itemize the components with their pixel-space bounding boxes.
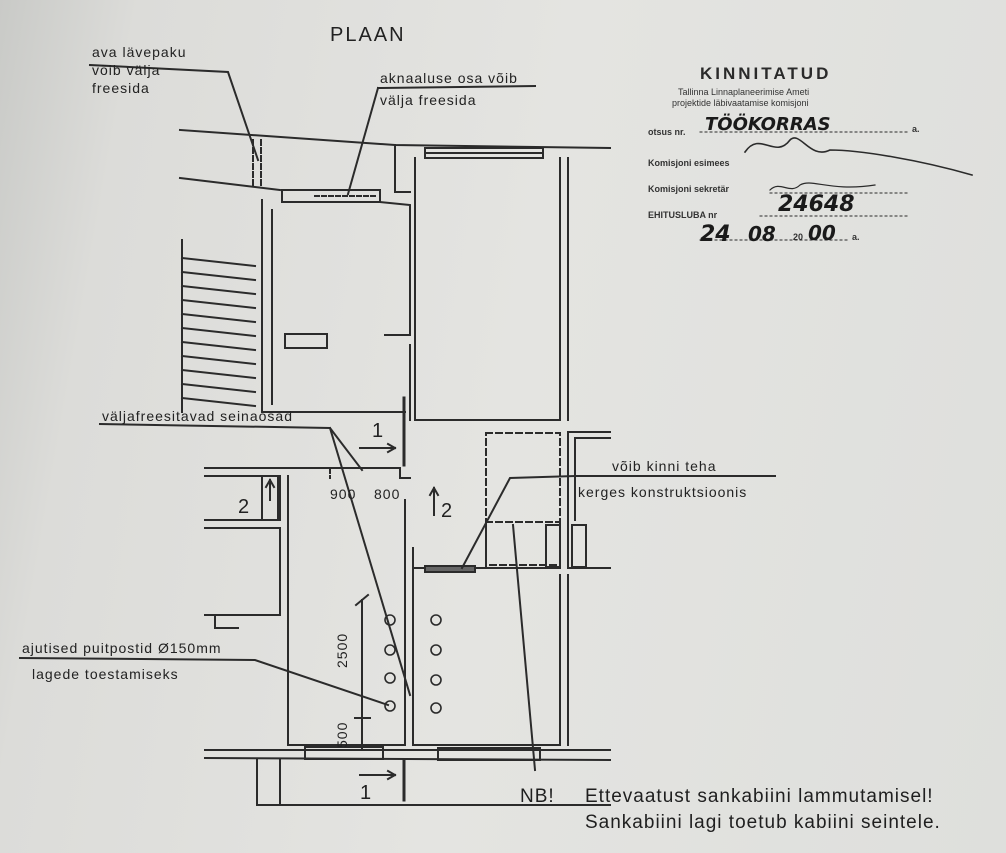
- stamp-permit-number: 24648: [778, 192, 855, 217]
- stamp-date-year-prefix: 20: [793, 232, 804, 242]
- note-threshold-2: võib välja: [92, 62, 161, 78]
- plan-title: PLAAN: [330, 24, 406, 46]
- section-2-mid: 2: [441, 500, 453, 522]
- temporary-posts: [384, 614, 442, 714]
- section-2-left: 2: [238, 496, 250, 518]
- bottom-window-right: [437, 747, 541, 761]
- dimension-500: 500: [334, 721, 350, 748]
- stamp-date-year: 00: [808, 221, 836, 245]
- dimension-800: 800: [374, 486, 401, 502]
- center-room-wall: [414, 157, 561, 421]
- bottom-window-left: [304, 746, 384, 760]
- stamp-chair-label: Komisjoni esimees: [648, 158, 730, 168]
- window-sill-left: [281, 189, 381, 203]
- leader-wall-parts: [98, 422, 364, 472]
- leader-posts: [18, 656, 390, 707]
- left-room-wall: [261, 199, 406, 413]
- note-window-sill-1: aknaaluse osa võib: [380, 70, 518, 86]
- dimension-2500: 2500: [334, 632, 350, 668]
- chair-signature: [743, 137, 973, 176]
- stamp-permit-label: EHITUSLUBA nr: [648, 210, 718, 220]
- section-1-top: 1: [372, 420, 384, 442]
- stamp-date-day: 24: [700, 222, 731, 247]
- lower-top-wall: [204, 467, 411, 479]
- section-1-bottom: 1: [360, 782, 372, 804]
- stamp-date-suffix: a.: [852, 232, 860, 242]
- nb-label: NB!: [520, 786, 555, 807]
- warning-line-1: Ettevaatust sankabiini lammutamisel!: [585, 786, 934, 807]
- stamp-secretary-label: Komisjoni sekretär: [648, 184, 730, 194]
- leader-nb: [511, 523, 537, 772]
- cabin-dashed-outline: [485, 432, 561, 566]
- stair-treads: [180, 239, 257, 413]
- note-threshold-3: freesida: [92, 80, 150, 96]
- leader-window-sill: [346, 86, 380, 196]
- secretary-signature: [769, 182, 876, 191]
- stamp-date-month: 08: [748, 222, 776, 246]
- stamp-decision-label: otsus nr.: [648, 127, 686, 137]
- hatched-wall-part: [424, 565, 476, 573]
- small-fixture: [284, 333, 328, 349]
- stamp-heading: KINNITATUD: [700, 64, 832, 83]
- note-wall-parts: väljafreesitavad seinaosad: [102, 408, 293, 424]
- note-posts-2: lagede toestamiseks: [32, 666, 179, 682]
- note-may-close-2: kerges konstruktsioonis: [578, 484, 748, 500]
- stamp-decision-value: TÖÖKORRAS: [705, 114, 831, 135]
- stamp-decision-suffix: a.: [912, 124, 920, 134]
- leader-threshold: [88, 63, 260, 162]
- note-window-sill-2: välja freesida: [380, 92, 477, 108]
- stamp-sub-2: projektide läbivaatamise komisjoni: [672, 98, 809, 108]
- note-threshold-1: ava lävepaku: [92, 44, 187, 60]
- dimension-900: 900: [330, 486, 357, 502]
- stamp-sub-1: Tallinna Linnaplaneerimise Ameti: [678, 87, 810, 97]
- note-posts-1: ajutised puitpostid Ø150mm: [22, 640, 222, 656]
- warning-line-2: Sankabiini lagi toetub kabiini seintele.: [585, 812, 941, 833]
- note-may-close-1: võib kinni teha: [612, 458, 717, 474]
- leader-may-close: [460, 474, 577, 570]
